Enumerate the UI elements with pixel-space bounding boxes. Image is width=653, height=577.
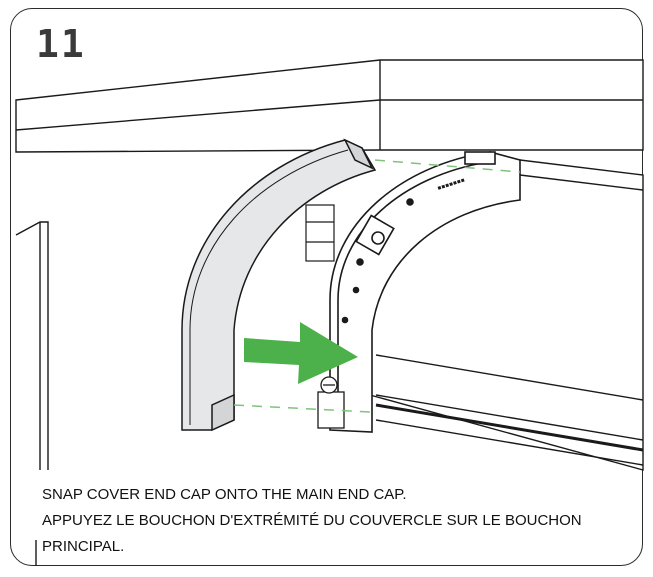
instruction-french: APPUYEZ LE BOUCHON D'EXTRÉMITÉ DU COUVER… bbox=[42, 512, 582, 555]
alignment-guides bbox=[233, 159, 521, 413]
main-end-cap: ▪▪▪▪▪▪▪ bbox=[329, 151, 521, 433]
step-number: 11 bbox=[36, 22, 86, 66]
instruction-english: SNAP COVER END CAP ONTO THE MAIN END CAP… bbox=[42, 486, 407, 503]
mounting-bracket bbox=[305, 204, 335, 262]
direction-arrow-icon bbox=[244, 322, 358, 384]
cover-end-cap bbox=[181, 138, 377, 432]
instruction-text: SNAP COVER END CAP ONTO THE MAIN END CAP… bbox=[42, 482, 622, 560]
window-frame bbox=[15, 221, 49, 566]
ceiling-block bbox=[15, 59, 644, 153]
